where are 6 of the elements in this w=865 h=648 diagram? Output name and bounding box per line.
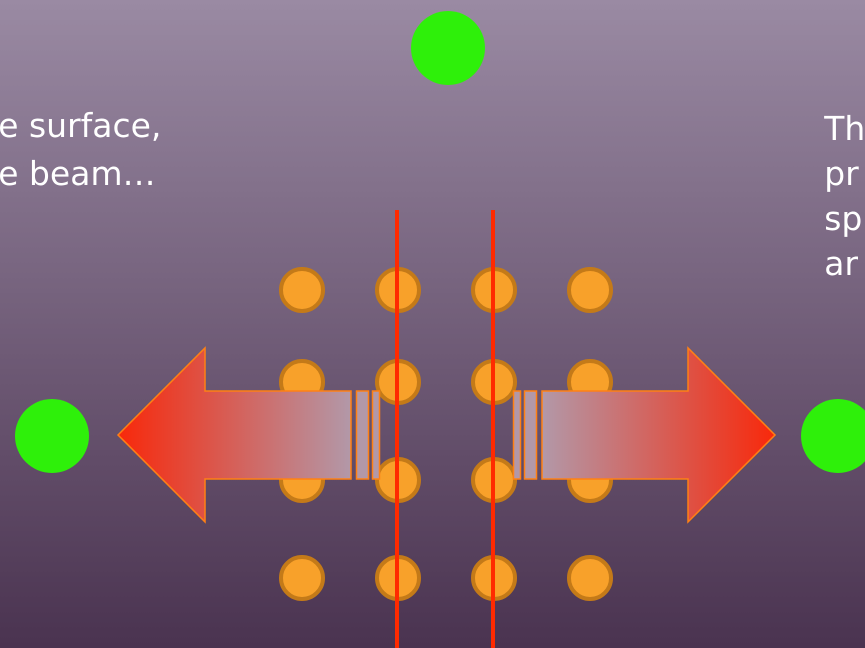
slide-text: pr xyxy=(827,166,859,192)
slide-text: sp xyxy=(826,212,861,237)
slide-text: Th xyxy=(824,114,862,140)
slide-text: ar xyxy=(826,256,858,276)
slide-text: e surface, xyxy=(0,112,158,141)
slide-text: e beam… xyxy=(0,160,152,186)
